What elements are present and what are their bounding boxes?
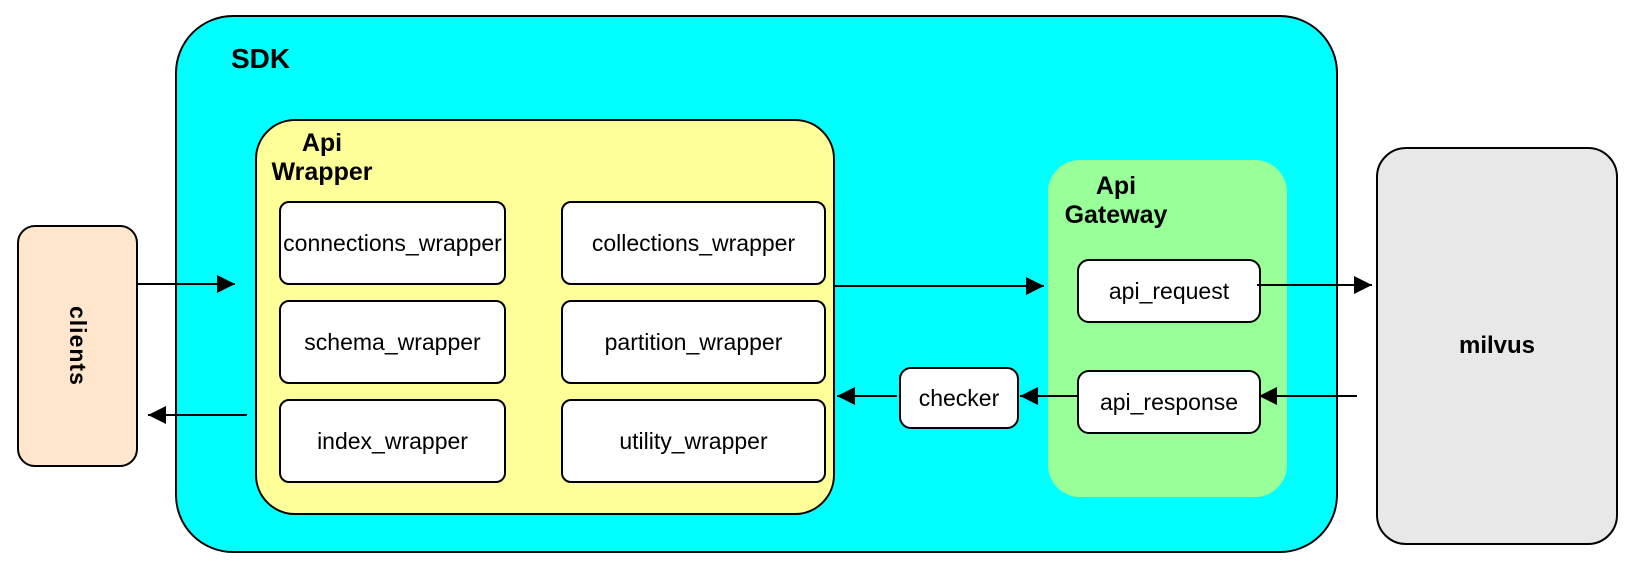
api-response-node: api_response	[1077, 370, 1261, 434]
milvus-label: milvus	[1458, 332, 1536, 359]
connections-wrapper-node: connections_wrapper	[279, 201, 506, 285]
sdk-label: SDK	[231, 43, 291, 74]
partition-wrapper-node: partition_wrapper	[561, 300, 826, 384]
collections-wrapper-node: collections_wrapper	[561, 201, 826, 285]
index-wrapper-node: index_wrapper	[279, 399, 506, 483]
milvus-node: milvus	[1376, 147, 1618, 545]
api-request-node: api_request	[1077, 259, 1261, 323]
checker-node: checker	[899, 367, 1019, 429]
schema-wrapper-node: schema_wrapper	[279, 300, 506, 384]
clients-node: clients	[17, 225, 138, 467]
api-wrapper-label: Api Wrapper	[271, 129, 373, 186]
api-gateway-container: Api Gateway api_request api_response	[1048, 160, 1287, 497]
utility-wrapper-node: utility_wrapper	[561, 399, 826, 483]
clients-label: clients	[65, 306, 91, 386]
api-gateway-label: Api Gateway	[1064, 172, 1168, 229]
sdk-container: SDK Api Wrapper connections_wrapper coll…	[175, 15, 1338, 553]
api-wrapper-container: Api Wrapper connections_wrapper collecti…	[255, 119, 835, 515]
